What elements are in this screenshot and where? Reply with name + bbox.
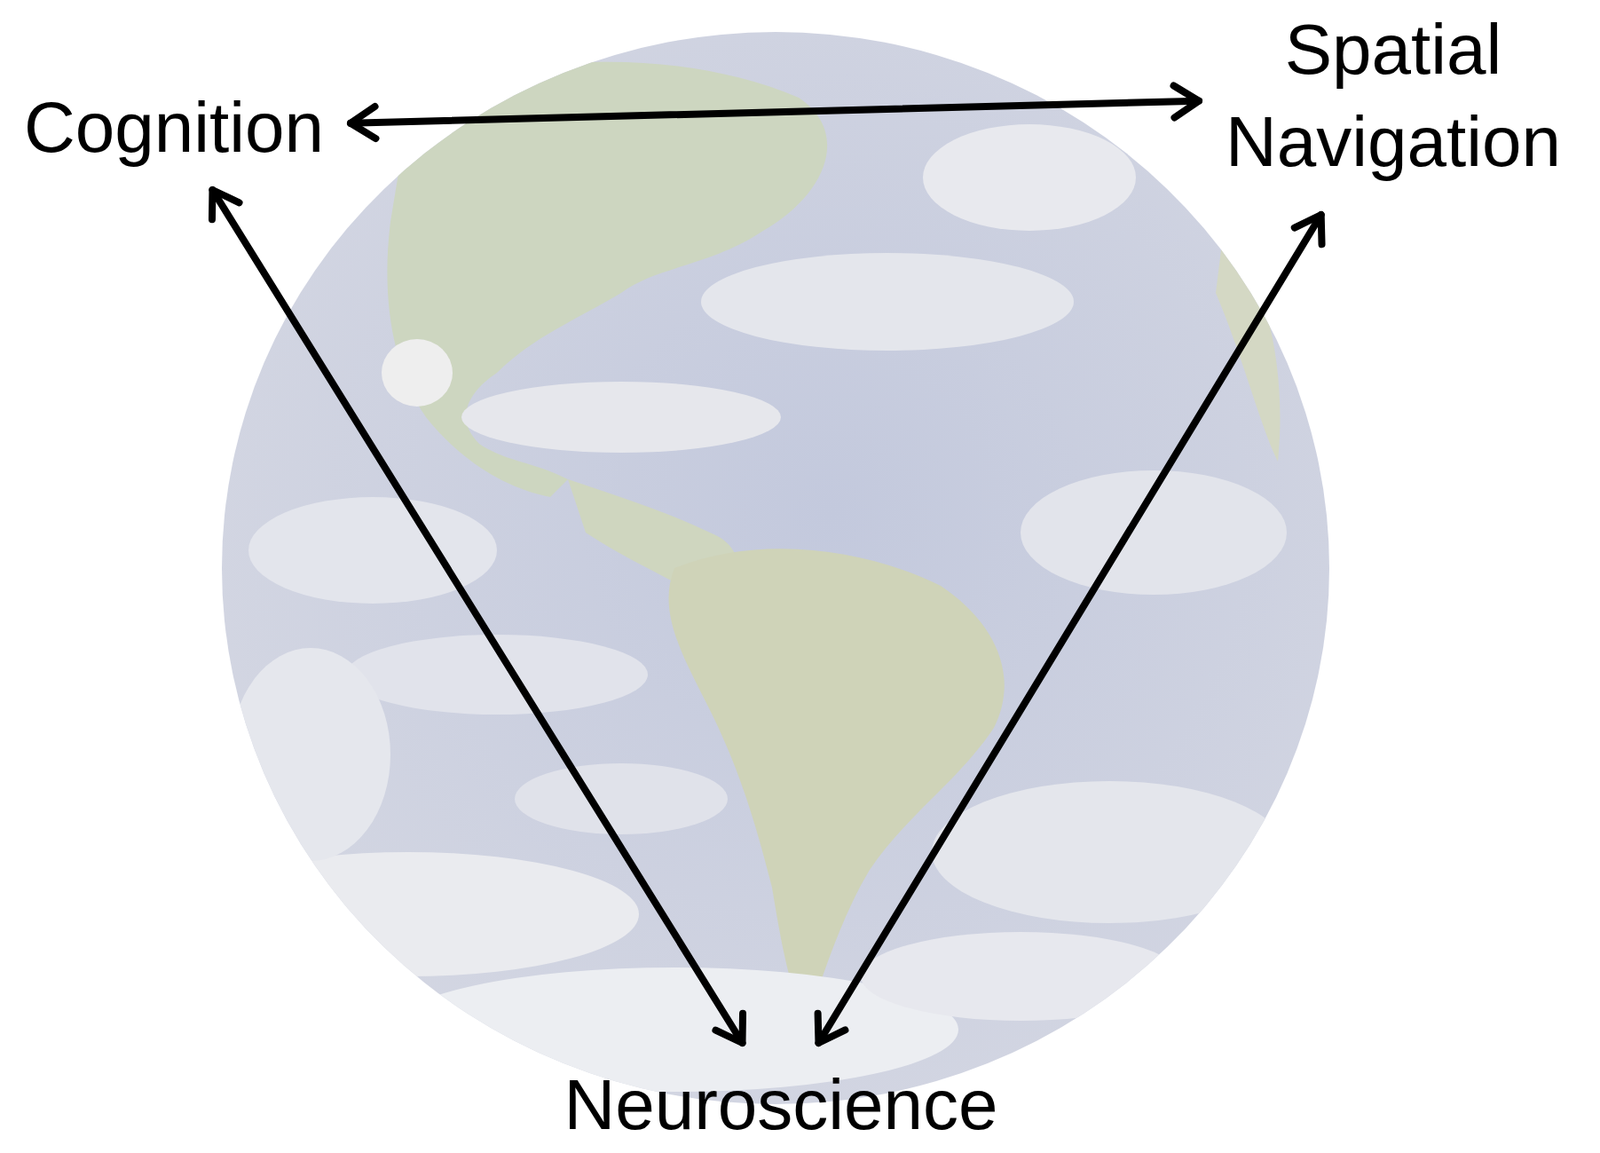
concept-text: Cognition [23, 92, 324, 164]
concept-label: Neuroscience [563, 1069, 998, 1141]
earth-surface [177, 62, 1287, 1092]
concept-text: Spatial Navigation [1225, 3, 1561, 189]
double-arrow [350, 101, 1199, 124]
double-arrow [818, 214, 1321, 1043]
concept-text: Neuroscience [563, 1069, 998, 1141]
concept-label: Spatial Navigation [1225, 3, 1561, 189]
concept-label: Cognition [23, 92, 324, 164]
double-arrow [212, 189, 742, 1043]
